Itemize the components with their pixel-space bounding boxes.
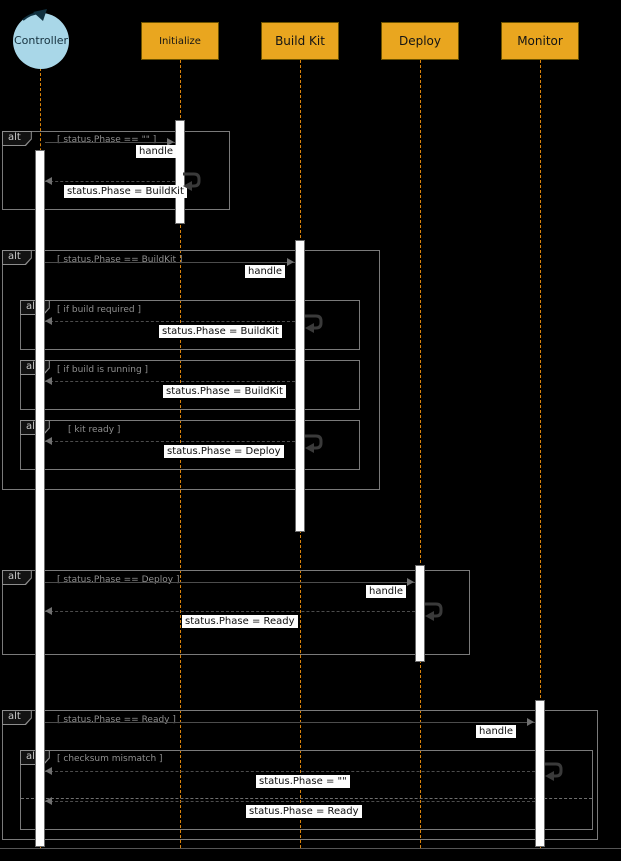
alt-frame-phase-buildkit: alt xyxy=(2,250,380,490)
message-label-handle-deploy: handle xyxy=(366,585,407,598)
arrowhead-left-icon xyxy=(45,607,52,615)
activation-controller xyxy=(35,150,45,847)
guard-checksum-mismatch: [ checksum mismatch ] xyxy=(57,754,163,764)
participant-initialize: Initialize xyxy=(141,22,219,60)
self-message-icon xyxy=(183,172,201,191)
actor-controller: Controller xyxy=(10,8,72,70)
guard-phase-empty: [ status.Phase == "" ] xyxy=(57,135,157,145)
participant-build-kit: Build Kit xyxy=(261,22,339,60)
message-line-return-buildkit xyxy=(45,181,175,182)
message-label-return-ready: status.Phase = Ready xyxy=(182,615,298,628)
participant-monitor: Monitor xyxy=(501,22,579,60)
message-line-return-kit-ready xyxy=(45,441,295,442)
participant-label: Build Kit xyxy=(275,34,325,48)
alt-operator-label: alt xyxy=(3,132,31,145)
guard-build-running: [ if build is running ] xyxy=(57,365,149,375)
diagram-bottom-border xyxy=(0,848,621,849)
message-label-return-buildkit: status.Phase = BuildKit xyxy=(64,185,187,198)
guard-phase-ready: [ status.Phase == Ready ] xyxy=(57,715,176,725)
alt-else-divider xyxy=(21,798,592,799)
message-line-return-phase-ready xyxy=(45,801,535,802)
guard-kit-ready: [ kit ready ] xyxy=(68,425,121,435)
self-message-icon xyxy=(545,762,563,781)
activation-build-kit xyxy=(295,240,305,532)
alt-operator-label: alt xyxy=(3,711,31,724)
activation-initialize xyxy=(175,120,185,224)
message-line-return-build-required xyxy=(45,321,295,322)
message-label-build-required: status.Phase = BuildKit xyxy=(159,325,282,338)
lifeline-deploy xyxy=(420,60,421,848)
message-line-return-build-running xyxy=(45,381,295,382)
message-label-phase-ready: status.Phase = Ready xyxy=(246,805,362,818)
message-label-handle-buildkit: handle xyxy=(245,265,286,278)
activation-deploy xyxy=(415,565,425,662)
guard-build-required: [ if build required ] xyxy=(57,305,141,315)
alt-operator-tab: alt xyxy=(2,131,32,146)
arrowhead-right-icon xyxy=(527,718,534,726)
message-label-build-running: status.Phase = BuildKit xyxy=(163,385,286,398)
participant-label: Deploy xyxy=(398,34,442,48)
self-message-icon xyxy=(305,314,323,333)
alt-operator-tab: alt xyxy=(2,570,32,585)
message-line-handle-deploy xyxy=(45,582,415,583)
message-label-phase-empty: status.Phase = "" xyxy=(256,775,350,788)
alt-frame-phase-empty: alt xyxy=(2,131,230,210)
arrowhead-left-icon xyxy=(45,317,52,325)
message-label-handle-initialize: handle xyxy=(136,145,177,158)
arrowhead-right-icon xyxy=(287,258,294,266)
guard-phase-buildkit: [ status.Phase == BuildKit ] xyxy=(57,255,183,265)
message-line-return-phase-empty xyxy=(45,771,535,772)
alt-frame-phase-deploy: alt xyxy=(2,570,470,655)
participant-label: Monitor xyxy=(517,34,563,48)
alt-operator-label: alt xyxy=(3,571,31,584)
arrowhead-left-icon xyxy=(45,437,52,445)
message-line-handle-initialize xyxy=(45,142,175,143)
activation-monitor xyxy=(535,700,545,847)
message-line-return-ready xyxy=(45,611,415,612)
alt-operator-tab: alt xyxy=(2,250,32,265)
arrowhead-right-icon xyxy=(407,578,414,586)
arrowhead-left-icon xyxy=(45,377,52,385)
actor-label: Controller xyxy=(13,34,69,47)
message-line-handle-buildkit xyxy=(45,262,295,263)
alt-operator-tab: alt xyxy=(2,710,32,725)
self-message-icon xyxy=(425,602,443,621)
self-message-icon xyxy=(305,434,323,453)
arrowhead-right-icon xyxy=(167,138,174,146)
arrowhead-left-icon xyxy=(45,177,52,185)
controller-actor-icon xyxy=(13,9,69,69)
alt-frame-phase-ready: alt xyxy=(2,710,598,840)
message-label-handle-monitor: handle xyxy=(476,725,517,738)
message-label-kit-ready: status.Phase = Deploy xyxy=(164,445,284,458)
participant-deploy: Deploy xyxy=(381,22,459,60)
arrowhead-left-icon xyxy=(45,767,52,775)
message-line-handle-monitor xyxy=(45,722,535,723)
alt-operator-label: alt xyxy=(3,251,31,264)
guard-phase-deploy: [ status.Phase == Deploy ] xyxy=(57,575,180,585)
lifeline-monitor xyxy=(540,60,541,848)
arrowhead-left-icon xyxy=(45,797,52,805)
participant-label: Initialize xyxy=(159,35,201,47)
